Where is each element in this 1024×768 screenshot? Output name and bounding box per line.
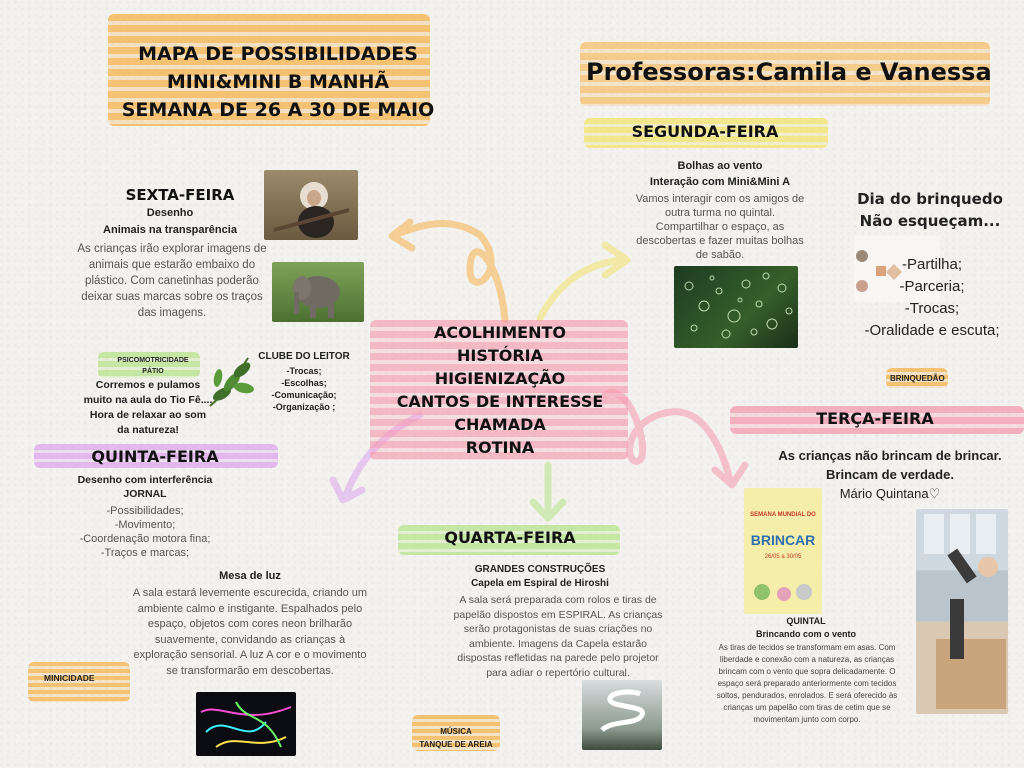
kids-tubes-photo [916,509,1008,714]
routine-list: ACOLHIMENTO HISTÓRIA HIGIENIZAÇÃO CANTOS… [380,321,620,459]
psico-tag: PSICOMOTRICIDADE [117,357,189,364]
reading-club-item: -Trocas; [286,366,322,376]
routine-item: CANTOS DE INTERESSE [396,392,604,411]
elephant-photo [272,262,364,322]
psico-highlight [98,352,200,378]
friday-subtitle-2: Animais na transparência [103,224,237,236]
leaf-icon [209,357,254,407]
light-table-title: Mesa de luz [219,570,281,582]
monkey-photo [264,170,358,240]
run-line: Hora de relaxar ao som [89,409,207,421]
wednesday-body: A sala será preparada com rolos e tiras … [453,594,663,679]
tuesday-quote: As crianças não brincam de brincar. Brin… [755,446,1024,503]
monday-subtitle-2: Interação com Mini&Mini A [649,176,791,188]
toy-day-item: -Oralidade e escuta; [864,322,1000,339]
brinquedao-tag: BRINQUEDÃO [890,374,945,383]
toy-day-item: -Trocas; [904,300,960,317]
toy-day-item: -Parceria; [899,278,965,295]
routine-item: HIGIENIZAÇÃO [434,369,566,388]
title-line-2: MINI&MINI B MANHÃ [166,71,390,93]
center-highlight [370,320,628,460]
teachers-name: Professoras:Camila e Vanessa [586,58,992,86]
patio-tag: PÁTIO [142,368,164,375]
light-table-body: A sala estará levemente escurecida, cria… [132,587,368,677]
title-line-3: SEMANA DE 26 A 30 DE MAIO [121,99,435,121]
wednesday-title: QUARTA-FEIRA [444,528,576,547]
thursday-item: -Coordenação motora fina; [79,533,211,545]
routine-item: HISTÓRIA [456,346,544,365]
minicidade-highlight [28,662,130,702]
arrow-to-friday [391,219,509,324]
yard-title: QUINTAL [786,616,826,626]
toy-day-title-2: Não esqueçam... [859,212,1001,230]
toys-photo [854,236,940,302]
thursday-item: -Movimento; [114,519,176,531]
routine-item: CHAMADA [454,415,546,434]
thursday-title: QUINTA-FEIRA [91,447,219,466]
yard-subtitle: Brincando com o vento [755,629,856,639]
thursday-item: -Traços e marcas; [100,547,190,559]
minicidade-tag: MINICIDADE [44,673,95,683]
wednesday-subtitle-2: Capela em Espiral de Hiroshi [471,578,609,589]
thursday-subtitle-2: JORNAL [123,488,167,500]
tuesday-title: TERÇA-FEIRA [816,409,934,428]
friday-subtitle-1: Desenho [146,207,194,219]
toy-day-list: -Partilha; -Parceria; -Trocas; -Oralidad… [840,254,1024,342]
page-title: MAPA DE POSSIBILIDADES MINI&MINI B MANHÃ… [108,40,448,124]
friday-body: As crianças irão explorar imagens de ani… [77,243,267,319]
reading-club-item: -Escolhas; [281,378,327,388]
arrow-to-monday [536,256,629,322]
run-text: Corremos e pulamos muito na aula do Tio … [72,378,224,438]
reading-club-item: -Organização ; [272,402,336,412]
reading-club-list: -Trocas; -Escolhas; -Comunicação; -Organ… [258,365,350,413]
sand-tag: TANQUE DE AREIA [419,740,493,749]
poster-dates: 26/05 a 30/05 [764,554,802,560]
music-tag: MÚSICA [440,727,472,736]
monday-body: Vamos interagir com os amigos de outra t… [635,193,805,261]
reading-club-title: CLUBE DO LEITOR [258,351,350,362]
quote-line-1: As crianças não brincam de brincar. [778,448,1002,463]
yard-body: As tiras de tecidos se transformam em as… [716,643,898,724]
poster-word: BRINCAR [750,532,816,548]
thursday-item: -Possibilidades; [106,505,184,517]
neon-lights-photo [196,692,296,756]
thursday-list: -Possibilidades; -Movimento; -Coordenaçã… [50,504,240,560]
monday-subtitle-1: Bolhas ao vento [677,160,763,172]
spiral-chapel-photo [582,680,662,750]
music-highlight [412,715,500,751]
teachers-highlight [580,42,990,106]
tuesday-highlight [730,406,1024,434]
wednesday-highlight [398,525,620,555]
routine-item: ACOLHIMENTO [433,323,567,342]
friday-title: SEXTA-FEIRA [125,186,235,204]
routine-item: ROTINA [465,438,535,457]
toy-day-item: -Partilha; [901,256,963,273]
arrow-to-tuesday [601,389,734,484]
monday-highlight [584,118,828,148]
thursday-subtitle-1: Desenho com interferência [77,474,213,486]
title-line-1: MAPA DE POSSIBILIDADES [138,43,418,65]
toy-day-title: Dia do brinquedo Não esqueçam... [845,188,1015,232]
poster-line-1: SEMANA MUNDIAL DO [750,512,816,518]
thursday-highlight [34,444,278,468]
brinquedao-highlight [886,368,948,388]
run-line: Corremos e pulamos [95,379,201,391]
run-line: da natureza! [117,424,179,436]
reading-club-item: -Comunicação; [271,390,337,400]
quote-author: Mário Quintana♡ [839,486,941,501]
bubbles-photo [674,266,798,348]
monday-title: SEGUNDA-FEIRA [631,122,779,141]
title-highlight [108,14,430,126]
run-line: muito na aula do Tio Fê.... [83,394,213,406]
toy-day-title-1: Dia do brinquedo [857,190,1003,208]
wednesday-subtitle-1: GRANDES CONSTRUÇÕES [474,564,606,575]
quote-line-2: Brincam de verdade. [826,467,954,482]
brincar-poster: SEMANA MUNDIAL DO BRINCAR 26/05 a 30/05 [744,488,822,614]
